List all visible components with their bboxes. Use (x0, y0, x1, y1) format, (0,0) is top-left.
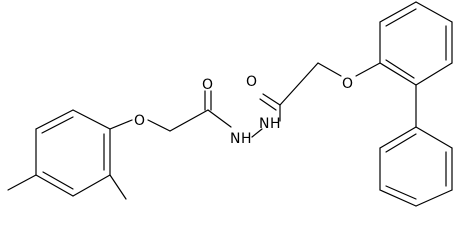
bond (415, 1, 453, 23)
bond (72, 174, 111, 197)
bond (379, 189, 417, 207)
bond (379, 62, 417, 86)
aromatic-inner-bond (385, 59, 415, 79)
bond (169, 109, 209, 132)
bond (379, 126, 417, 149)
atom-label-o-ether-right: O (342, 76, 353, 92)
bond (355, 62, 381, 77)
bond (72, 109, 111, 130)
aromatic-inner-bond (42, 171, 74, 190)
aromatic-inner-bond (385, 133, 417, 153)
bond (415, 126, 453, 149)
molecule-structure: O O N H N H O O (7, 1, 453, 207)
bond (317, 62, 342, 77)
aromatic-inner-bond (41, 116, 74, 134)
bond (207, 109, 232, 128)
methyl-bond (109, 174, 127, 200)
atom-label-o-carbonyl-right: O (246, 74, 257, 90)
bond (415, 189, 453, 207)
bond (109, 119, 133, 130)
atom-label-h-right: H (270, 116, 281, 132)
atom-label-o-carbonyl-left: O (202, 77, 213, 93)
atom-label-h-left: H (241, 131, 252, 147)
atom-label-n-right: N (259, 116, 269, 132)
atom-label-n-left: N (230, 131, 240, 147)
bond (147, 119, 171, 132)
double-bond (259, 98, 277, 111)
bonds (7, 1, 453, 207)
aromatic-inner-bond (385, 8, 417, 27)
atom-label-o-ether-left: O (134, 113, 145, 129)
methyl-bond (7, 174, 37, 191)
bond (415, 62, 453, 86)
molecule-canvas: O O N H N H O O (7, 1, 453, 207)
aromatic-inner-bond (385, 185, 417, 200)
bond (35, 109, 74, 130)
double-bond (262, 93, 281, 106)
bond (251, 128, 263, 138)
bond (279, 62, 319, 106)
bond (35, 174, 74, 197)
bond (379, 1, 417, 23)
